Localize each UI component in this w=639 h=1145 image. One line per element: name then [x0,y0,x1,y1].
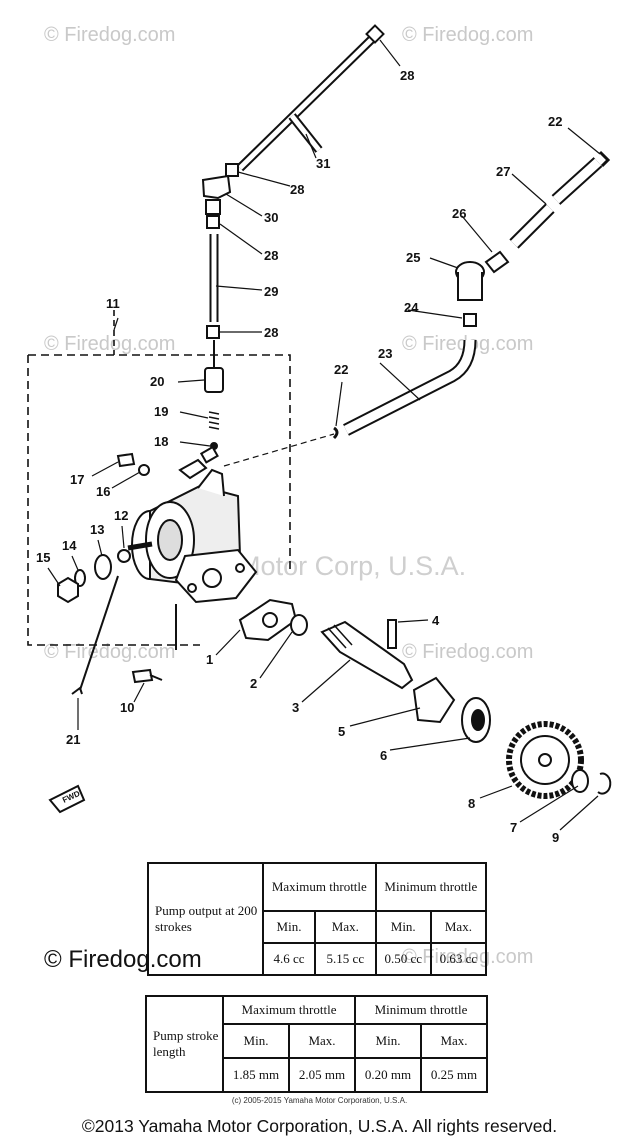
part-30-elbow [201,174,232,200]
callout-9: 9 [552,830,559,845]
callout-18: 18 [154,434,168,449]
small-copyright: (c) 2005-2015 Yamaha Motor Corporation, … [231,1096,408,1105]
stroke-max-throttle-header: Maximum throttle [222,995,356,1025]
callout-17: 17 [70,472,84,487]
output-max-max-value: 5.15 cc [313,942,377,976]
callout-10: 10 [120,700,134,715]
part-20-union [204,367,224,393]
stroke-min-max-header: Max. [420,1023,488,1059]
part-28-sleeve-lower [206,325,220,339]
callout-20: 20 [150,374,164,389]
callout-29: 29 [264,284,278,299]
part-14-washer [74,569,86,587]
callout-15: 15 [36,550,50,565]
part-26-connector [484,250,510,274]
callout-14: 14 [62,538,77,553]
callout-21: 21 [66,732,80,747]
part-28-sleeve [206,215,220,229]
watermark-low-right: © Firedog.com [402,641,534,663]
part-4-pin [387,619,397,649]
callout-30: 30 [264,210,278,225]
stroke-min-throttle-header: Minimum throttle [354,995,488,1025]
pump-stroke-table: Pump stroke length Maximum throttle Mini… [145,995,488,1093]
oil-pump-parts-diagram: FWD [27,24,612,845]
part-7-washer [571,769,589,793]
part-28-cap-upper [225,163,239,177]
stroke-min-max-value: 0.25 mm [420,1057,488,1093]
callout-5: 5 [338,724,345,739]
part-2-oring [290,614,308,636]
min-throttle-min-header: Min. [374,910,432,944]
callout-16: 16 [96,484,110,499]
watermark-top-left: © Firedog.com [44,24,176,46]
callout-28-upper: 28 [290,182,304,197]
watermark-top-right: © Firedog.com [402,24,534,46]
callout-6: 6 [380,748,387,763]
callout-8: 8 [468,796,475,811]
part-12-washer [117,549,131,563]
stroke-max-max-header: Max. [288,1023,356,1059]
part-24-nut [463,313,477,327]
output-min-min-value: 0.50 cc [374,942,432,976]
callout-12: 12 [114,508,128,523]
max-throttle-max-header: Max. [313,910,377,944]
part-22-clip-lower [332,426,339,440]
callout-22-upper: 22 [548,114,562,129]
part-19-spring [208,411,220,430]
max-throttle-header: Maximum throttle [262,862,377,912]
part-10-screw [131,668,163,684]
part-5-collar [412,676,456,724]
pump-output-label: Pump output at 200 strokes [147,862,264,976]
callout-3: 3 [292,700,299,715]
part-17-screw [116,452,136,468]
stroke-max-min-header: Min. [222,1023,290,1059]
callout-23: 23 [378,346,392,361]
max-throttle-min-header: Min. [262,910,316,944]
part-9-clip [597,772,612,795]
callout-19: 19 [154,404,168,419]
callout-24: 24 [404,300,419,315]
callout-22-lower: 22 [334,362,348,377]
part-13-plate [94,554,112,580]
stroke-max-min-value: 1.85 mm [222,1057,290,1093]
callout-2: 2 [250,676,257,691]
callout-28-top: 28 [400,68,414,83]
stroke-min-min-value: 0.20 mm [354,1057,422,1093]
callout-1: 1 [206,652,213,667]
part-28-cap-top [365,24,385,44]
part-16-washer [138,464,150,476]
pump-body [131,445,258,604]
callout-27: 27 [496,164,510,179]
footer-copyright: ©2013 Yamaha Motor Corporation, U.S.A. A… [81,1116,558,1136]
callout-7: 7 [510,820,517,835]
part-11-assembly-box [27,354,291,646]
part-15-nut [57,576,79,604]
min-throttle-header: Minimum throttle [374,862,488,912]
callout-4: 4 [432,613,440,628]
part-22-clip-upper [598,150,611,168]
callout-11: 11 [106,296,120,311]
part-1-gasket [238,598,298,642]
pump-stroke-label: Pump stroke length [145,995,224,1093]
callout-13: 13 [90,522,104,537]
watermark-mid-left: © Firedog.com [44,333,176,355]
callout-28-middle: 28 [264,248,278,263]
stroke-max-max-value: 2.05 mm [288,1057,356,1093]
pump-output-table: Pump output at 200 strokes Maximum throt… [147,862,488,976]
part-3-shaft [320,620,414,690]
callout-25: 25 [406,250,420,265]
output-max-min-value: 4.6 cc [262,942,316,976]
output-min-max-value: 0.63 cc [429,942,488,976]
stroke-min-min-header: Min. [354,1023,422,1059]
fwd-arrow-icon [48,784,86,814]
watermark-low-left: © Firedog.com [44,641,176,663]
callout-31: 31 [316,156,330,171]
callout-28-lower: 28 [264,325,278,340]
callout-26: 26 [452,206,466,221]
min-throttle-max-header: Max. [429,910,488,944]
